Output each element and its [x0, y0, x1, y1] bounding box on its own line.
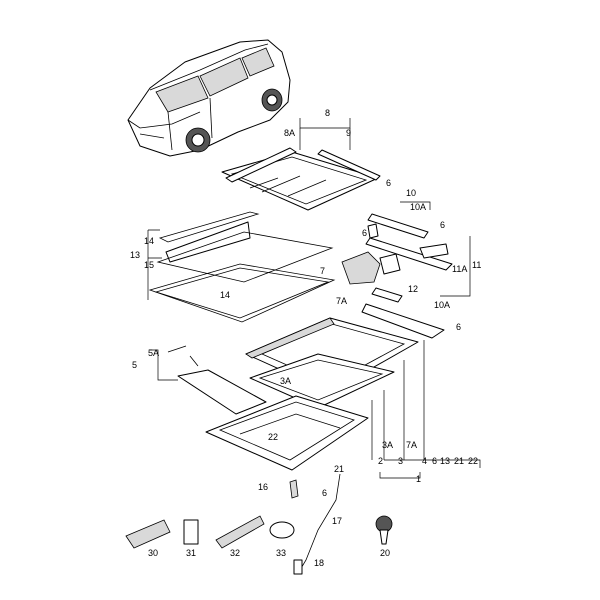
- roof-frame: [177, 317, 419, 415]
- callout-10A: 10A: [434, 300, 450, 310]
- callout-30: 30: [148, 548, 158, 558]
- callout-12: 12: [408, 284, 418, 294]
- callout-21: 21: [334, 464, 344, 474]
- callout-11A: 11A: [452, 264, 467, 274]
- callout-6: 6: [456, 322, 461, 332]
- callout-22: 22: [268, 432, 278, 442]
- leader-lines: [147, 118, 481, 479]
- callout-6: 6: [322, 488, 327, 498]
- callout-2: 2: [378, 456, 383, 466]
- callout-10: 10: [406, 188, 416, 198]
- callout-11: 11: [472, 260, 481, 270]
- callout-6: 6: [362, 228, 367, 238]
- callout-13: 13: [440, 456, 450, 466]
- callout-7: 7: [320, 266, 325, 276]
- callout-21: 21: [454, 456, 464, 466]
- callout-14: 14: [220, 290, 230, 300]
- seal-frames: [148, 211, 336, 323]
- callout-5: 5: [132, 360, 137, 370]
- callout-15: 15: [144, 260, 154, 270]
- callout-9: 9: [346, 128, 351, 138]
- callout-8A: 8A: [284, 128, 295, 138]
- callout-33: 33: [276, 548, 286, 558]
- callout-13: 13: [130, 250, 140, 260]
- callout-3A: 3A: [280, 376, 291, 386]
- small-parts: [125, 345, 393, 575]
- callout-14: 14: [144, 236, 154, 246]
- car-illustration: [127, 39, 291, 157]
- callout-6: 6: [386, 178, 391, 188]
- callout-8: 8: [325, 108, 330, 118]
- callout-3A: 3A: [382, 440, 393, 450]
- callout-3: 3: [398, 456, 403, 466]
- motor-assembly: [341, 213, 453, 339]
- callout-7A: 7A: [406, 440, 417, 450]
- callout-5A: 5A: [148, 348, 159, 358]
- callout-10A: 10A: [410, 202, 426, 212]
- glass-panel: [221, 147, 381, 211]
- callout-1: 1: [416, 474, 421, 484]
- callout-32: 32: [230, 548, 240, 558]
- callout-labels: 8 8A 9 6 10 10A 6 6 14 13 15 7 11A 11 12…: [130, 108, 481, 568]
- callout-7A: 7A: [336, 296, 347, 306]
- lower-frame: [205, 395, 369, 471]
- callout-6: 6: [432, 456, 437, 466]
- callout-22: 22: [468, 456, 478, 466]
- callout-4: 4: [422, 456, 427, 466]
- callout-17: 17: [332, 516, 342, 526]
- callout-31: 31: [186, 548, 196, 558]
- callout-6: 6: [440, 220, 445, 230]
- callout-16: 16: [258, 482, 268, 492]
- callout-20: 20: [380, 548, 390, 558]
- callout-18: 18: [314, 558, 324, 568]
